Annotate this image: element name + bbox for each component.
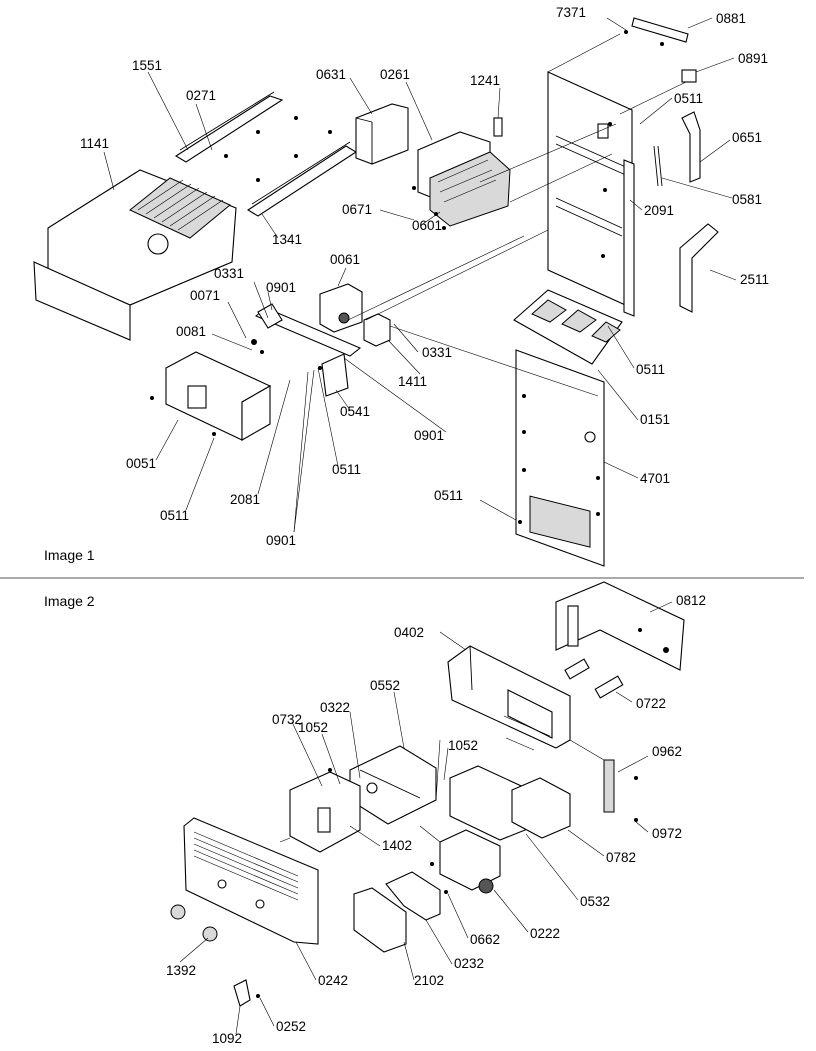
label-2081: 2081 bbox=[230, 492, 260, 507]
image1-diagram: 7371 0881 0891 1551 0271 0631 0261 1241 … bbox=[33, 5, 769, 567]
section-label-image1: Image 1 bbox=[44, 547, 95, 563]
part-1092-clip bbox=[233, 979, 251, 1007]
label-0651: 0651 bbox=[732, 130, 762, 145]
part-0651-strip bbox=[681, 111, 701, 183]
label-1141: 1141 bbox=[80, 136, 109, 151]
label-0071: 0071 bbox=[190, 288, 220, 303]
label-0782: 0782 bbox=[606, 850, 636, 865]
part-0242-front-cover bbox=[183, 817, 319, 945]
part-0232-lever bbox=[385, 871, 441, 921]
part-0541-bracket bbox=[321, 353, 349, 397]
part-1141-ice-bucket bbox=[33, 169, 237, 341]
part-0402-housing bbox=[447, 645, 571, 749]
label-2102: 2102 bbox=[414, 973, 444, 988]
label-0331-b: 0331 bbox=[422, 345, 452, 360]
part-0061-motor bbox=[319, 283, 363, 333]
label-1052-b: 1052 bbox=[448, 738, 478, 753]
label-1392: 1392 bbox=[166, 963, 196, 978]
part-0901-bracket bbox=[251, 303, 362, 370]
label-1411: 1411 bbox=[398, 374, 427, 389]
label-0662: 0662 bbox=[470, 932, 500, 947]
label-0051: 0051 bbox=[126, 456, 156, 471]
part-1392-knob-a bbox=[170, 904, 186, 920]
section-label-image2: Image 2 bbox=[44, 593, 95, 609]
label-0891: 0891 bbox=[738, 51, 768, 66]
label-0151: 0151 bbox=[640, 412, 670, 427]
part-0532-block bbox=[449, 765, 571, 841]
label-1551: 1551 bbox=[132, 58, 162, 73]
label-0511-a: 0511 bbox=[674, 91, 703, 106]
part-1392-knob-b bbox=[202, 926, 218, 942]
label-4701: 4701 bbox=[640, 471, 670, 486]
part-2511-foam bbox=[679, 223, 719, 313]
label-0671: 0671 bbox=[342, 202, 372, 217]
part-0151-cover bbox=[513, 289, 623, 365]
part-1341-rail bbox=[246, 130, 358, 217]
label-0511-d: 0511 bbox=[160, 508, 189, 523]
part-0812-plate bbox=[555, 581, 685, 671]
label-0252: 0252 bbox=[276, 1019, 306, 1034]
part-0891-block bbox=[681, 69, 697, 83]
part-0222-actuator bbox=[430, 829, 501, 894]
image2-leaders bbox=[179, 601, 673, 1035]
part-0732-box bbox=[289, 768, 361, 853]
part-4701-lower-panel bbox=[515, 349, 605, 567]
label-0261: 0261 bbox=[380, 67, 410, 82]
image1-labels: 7371 0881 0891 1551 0271 0631 0261 1241 … bbox=[80, 5, 769, 548]
label-0061: 0061 bbox=[330, 252, 360, 267]
part-1551-rail bbox=[174, 91, 298, 163]
label-0511-e: 0511 bbox=[434, 488, 463, 503]
label-2511: 2511 bbox=[740, 272, 769, 287]
label-1092: 1092 bbox=[212, 1031, 242, 1046]
label-0812: 0812 bbox=[676, 593, 706, 608]
label-0402: 0402 bbox=[394, 625, 424, 640]
label-1402: 1402 bbox=[382, 838, 412, 853]
label-2091: 2091 bbox=[644, 203, 674, 218]
label-0732: 0732 bbox=[272, 712, 302, 727]
label-7371: 7371 bbox=[556, 5, 586, 20]
label-0901-a: 0901 bbox=[266, 280, 296, 295]
label-0601: 0601 bbox=[412, 218, 442, 233]
part-0261-icemaker bbox=[412, 117, 511, 230]
label-0322: 0322 bbox=[320, 700, 350, 715]
label-0271: 0271 bbox=[186, 88, 216, 103]
part-0881-top-rail bbox=[624, 17, 689, 46]
label-0881: 0881 bbox=[716, 11, 746, 26]
label-1241: 1241 bbox=[470, 73, 500, 88]
part-0962-bar bbox=[603, 759, 615, 813]
part-0051-box bbox=[150, 351, 272, 441]
label-0552: 0552 bbox=[370, 678, 400, 693]
image2-diagram: Image 2 bbox=[44, 581, 706, 1046]
assembly-lines bbox=[347, 33, 687, 397]
part-0581-bracket bbox=[653, 145, 663, 187]
label-0511-b: 0511 bbox=[636, 362, 665, 377]
label-1052-a: 1052 bbox=[298, 720, 328, 735]
label-0541: 0541 bbox=[340, 404, 370, 419]
label-0901-b: 0901 bbox=[414, 428, 444, 443]
label-1341: 1341 bbox=[272, 232, 302, 247]
label-0081: 0081 bbox=[176, 324, 206, 339]
part-0552-bracket bbox=[349, 745, 437, 825]
label-0242: 0242 bbox=[318, 973, 348, 988]
label-0222: 0222 bbox=[530, 926, 560, 941]
label-0972: 0972 bbox=[652, 826, 682, 841]
part-0722-spacers bbox=[564, 658, 624, 699]
label-0232: 0232 bbox=[454, 956, 484, 971]
label-0901-c: 0901 bbox=[266, 533, 296, 548]
part-2102-plate bbox=[353, 887, 407, 953]
part-2091-strip bbox=[623, 159, 635, 317]
label-0581: 0581 bbox=[732, 192, 762, 207]
image2-labels: 0812 0402 0722 0552 0322 1052 1052 0732 … bbox=[166, 593, 706, 1046]
image1-leaders bbox=[103, 17, 737, 533]
label-0631: 0631 bbox=[316, 67, 346, 82]
image2-assembly-lines bbox=[279, 715, 605, 843]
label-0331-a: 0331 bbox=[214, 266, 244, 281]
label-0722: 0722 bbox=[636, 696, 666, 711]
part-back-panel bbox=[547, 71, 633, 309]
part-0631-bracket bbox=[355, 103, 409, 165]
label-0511-c: 0511 bbox=[332, 462, 361, 477]
label-0532: 0532 bbox=[580, 894, 610, 909]
label-0962: 0962 bbox=[652, 744, 682, 759]
